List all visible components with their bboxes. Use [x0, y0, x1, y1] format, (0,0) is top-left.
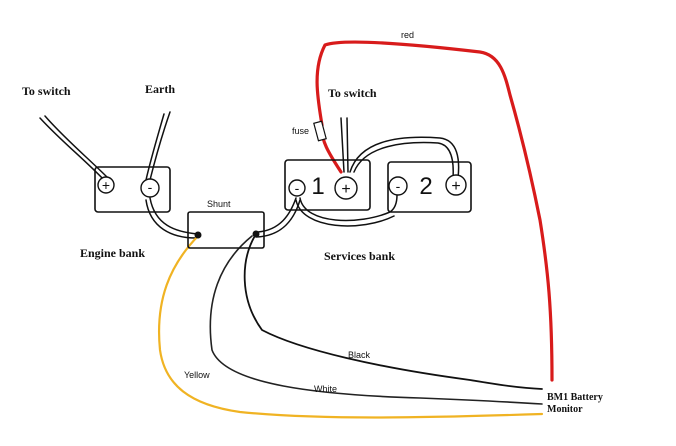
shunt-left-terminal — [194, 231, 202, 239]
battery2-positive-terminal — [445, 174, 467, 196]
red-label: red — [401, 30, 414, 40]
battery2-number: 2 — [419, 173, 432, 200]
to-switch-right-label: To switch — [328, 86, 377, 100]
battery-1 — [284, 159, 371, 211]
fuse-body — [313, 120, 327, 142]
black-label: Black — [348, 350, 371, 360]
battery2-negative-sign: - — [396, 178, 401, 194]
battery1-negative-to-battery2-negative-2 — [295, 199, 395, 227]
engine-negative-to-shunt — [149, 197, 199, 235]
earth-label: Earth — [145, 82, 175, 96]
white-wire — [209, 235, 543, 405]
white-label: White — [314, 384, 337, 394]
services-positive-cable — [340, 117, 345, 173]
battery1-positive-sign: + — [341, 181, 350, 198]
battery2-negative-terminal — [388, 176, 408, 196]
engine-battery — [94, 166, 171, 213]
monitor-label-line2: Monitor — [547, 404, 583, 415]
battery1-negative-sign: - — [295, 180, 300, 196]
earth-cable — [149, 111, 171, 181]
engine-positive-sign: + — [102, 177, 110, 193]
engine-positive-terminal — [97, 176, 115, 194]
battery1-positive-to-battery2-positive — [349, 136, 460, 179]
black-wire — [243, 233, 543, 390]
battery1-number: 1 — [311, 173, 324, 200]
battery2-positive-sign: + — [451, 178, 460, 195]
engine-bank-label: Engine bank — [80, 246, 145, 260]
fuse-label: fuse — [292, 126, 309, 136]
earth-cable-2 — [145, 113, 165, 181]
battery1-positive-terminal — [334, 176, 358, 200]
services-positive-cable-2 — [346, 117, 349, 173]
shunt-box — [187, 211, 265, 249]
engine-positive-cable — [39, 117, 105, 181]
engine-negative-sign: - — [148, 179, 153, 195]
battery-2 — [387, 161, 472, 213]
monitor-label-line1: BM1 Battery — [547, 392, 603, 403]
to-switch-left-label: To switch — [22, 84, 71, 98]
red-wire — [315, 40, 554, 382]
engine-negative-terminal — [140, 178, 160, 198]
shunt-label: Shunt — [207, 199, 231, 209]
battery1-negative-to-battery2-negative — [299, 194, 398, 222]
yellow-label: Yellow — [184, 370, 210, 380]
shunt-right-terminal — [252, 230, 260, 238]
yellow-wire — [158, 234, 544, 419]
engine-negative-to-shunt-2 — [145, 199, 197, 239]
battery1-negative-terminal — [288, 179, 306, 197]
services-bank-label: Services bank — [324, 249, 395, 263]
shunt-to-battery1-negative — [257, 197, 297, 233]
engine-positive-cable-2 — [44, 115, 109, 179]
